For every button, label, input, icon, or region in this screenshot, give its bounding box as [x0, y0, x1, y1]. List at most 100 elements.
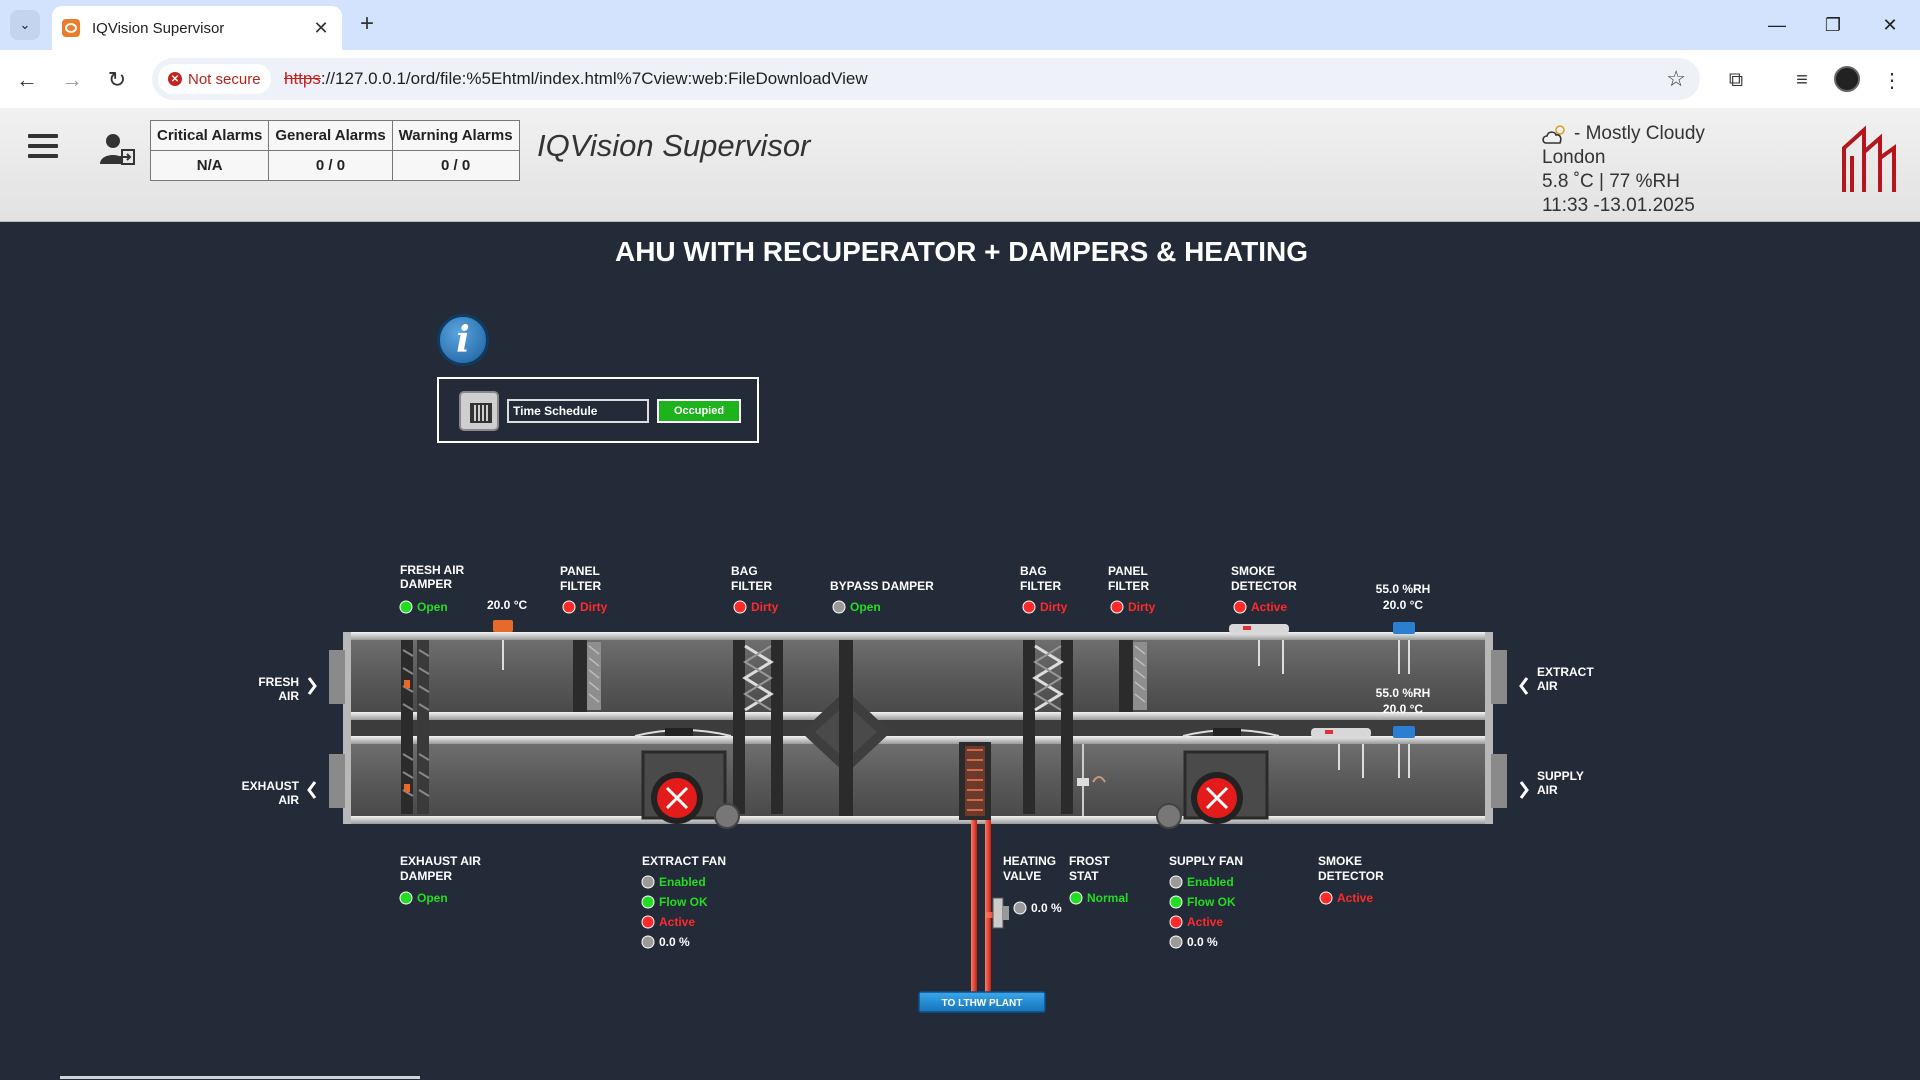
- panel-filter-2-status: Dirty: [1128, 600, 1156, 614]
- extract-air-label-2: AIR: [1537, 679, 1558, 693]
- forward-button[interactable]: →: [61, 67, 83, 92]
- extensions-icon[interactable]: ⧉: [1728, 68, 1744, 91]
- warning-alarms-header[interactable]: Warning Alarms: [391, 120, 520, 151]
- frost-stat-label-1: FROST: [1069, 854, 1110, 868]
- schedule-name[interactable]: Time Schedule: [507, 399, 649, 423]
- supply-fan-speed: 0.0 %: [1187, 935, 1218, 949]
- close-tab-icon[interactable]: ✕: [313, 17, 329, 38]
- profile-avatar[interactable]: [1834, 66, 1860, 92]
- minimize-button[interactable]: —: [1768, 14, 1786, 35]
- panel-filter-2-label-2: FILTER: [1108, 579, 1149, 593]
- tab-search-button[interactable]: ⌄: [10, 10, 40, 40]
- heating-valve-label-2: VALVE: [1003, 869, 1041, 883]
- app-header: Critical Alarms General Alarms Warning A…: [0, 108, 1920, 222]
- fan-motor-top-2: [1182, 728, 1280, 737]
- heating-valve[interactable]: [992, 897, 1009, 929]
- supply-fan-alarm-dot: [1169, 915, 1183, 929]
- supply-fan-enabled: Enabled: [1187, 875, 1234, 889]
- close-window-button[interactable]: ✕: [1882, 14, 1898, 35]
- frost-stat[interactable]: [1077, 744, 1106, 816]
- fresh-air-temp-value: 20.0 °C: [487, 598, 527, 612]
- bypass-damper-label: BYPASS DAMPER: [830, 579, 934, 593]
- calendar-icon[interactable]: [459, 391, 499, 431]
- restore-button[interactable]: ❐: [1824, 14, 1842, 35]
- smoke-detector-1-status-dot: [1233, 600, 1247, 614]
- fresh-air-damper-status-dot: [399, 600, 413, 614]
- bypass-damper-status: Open: [850, 600, 881, 614]
- extract-fan-alarm-dot: [641, 915, 655, 929]
- bag-filter-1[interactable]: [733, 640, 783, 814]
- critical-alarms-value[interactable]: N/A: [149, 150, 270, 181]
- smoke-detector-1[interactable]: [1229, 624, 1289, 674]
- heating-coil[interactable]: [959, 742, 991, 820]
- extract-fan-alarm: Active: [659, 915, 695, 929]
- exhaust-air-damper[interactable]: [402, 753, 430, 797]
- general-alarms-header[interactable]: General Alarms: [268, 120, 393, 151]
- scrollbar-thumb[interactable]: [60, 1076, 420, 1079]
- weather-widget: - Mostly Cloudy London 5.8 ˚C | 77 %RH 1…: [1542, 122, 1705, 218]
- reload-button[interactable]: ↻: [107, 67, 127, 92]
- extract-fan-enabled-dot: [641, 875, 655, 889]
- bag-filter-2-status: Dirty: [1040, 600, 1068, 614]
- extract-air-arrow: [1519, 677, 1529, 695]
- heating-valve-dot: [1013, 901, 1027, 915]
- panel-filter-1[interactable]: [573, 640, 601, 712]
- smoke-detector-2[interactable]: [1311, 728, 1371, 778]
- omnibox[interactable]: ✕ Not secure https://127.0.0.1/ord/file:…: [152, 58, 1700, 100]
- extract-temp-value: 20.0 °C: [1383, 598, 1423, 612]
- bag-filter-1-status: Dirty: [751, 600, 779, 614]
- general-alarms-value[interactable]: 0 / 0: [268, 150, 393, 181]
- bag-filter-2-status-dot: [1022, 600, 1036, 614]
- security-chip[interactable]: ✕ Not secure: [158, 64, 271, 94]
- security-label: Not secure: [188, 70, 261, 88]
- page-title: AHU WITH RECUPERATOR + DAMPERS & HEATING: [614, 236, 1309, 267]
- supply-air-arrow: [1519, 781, 1529, 799]
- supply-fan-alarm: Active: [1187, 915, 1223, 929]
- fresh-air-damper-status: Open: [417, 600, 448, 614]
- menu-icon[interactable]: [28, 134, 58, 164]
- exhaust-air-label-2: AIR: [278, 793, 299, 807]
- extract-fan-label: EXTRACT FAN: [642, 854, 726, 868]
- critical-alarms-header[interactable]: Critical Alarms: [149, 120, 270, 151]
- bag-filter-2-label-2: FILTER: [1020, 579, 1061, 593]
- fresh-air-damper-label-1: FRESH AIR: [400, 563, 465, 577]
- extract-fan-speed: 0.0 %: [659, 935, 690, 949]
- horizontal-scrollbar[interactable]: [0, 1074, 1920, 1080]
- extract-rh-temp-sensor[interactable]: [1393, 622, 1415, 674]
- exhaust-air-damper-label-1: EXHAUST AIR: [400, 854, 481, 868]
- browser-menu-icon[interactable]: ⋮: [1882, 69, 1902, 92]
- exhaust-air-damper-label-2: DAMPER: [400, 869, 452, 883]
- bag-filter-2-label-1: BAG: [1020, 564, 1047, 578]
- new-tab-button[interactable]: +: [359, 10, 374, 37]
- exhaust-air-label-1: EXHAUST: [242, 779, 300, 793]
- media-control-icon[interactable]: ≡: [1796, 68, 1808, 91]
- info-icon[interactable]: i: [437, 314, 489, 366]
- lthw-plant-button[interactable]: TO LTHW PLANT: [918, 991, 1046, 1013]
- app-title: IQVision Supervisor: [537, 128, 811, 163]
- bookmark-star-icon[interactable]: ☆: [1666, 66, 1686, 91]
- fresh-air-label-2: AIR: [278, 689, 299, 703]
- supply-air-label-2: AIR: [1537, 783, 1558, 797]
- bag-filter-2[interactable]: [1023, 640, 1073, 814]
- bypass-damper-status-dot: [832, 600, 846, 614]
- supply-fan-enabled-dot: [1169, 875, 1183, 889]
- url-text[interactable]: https://127.0.0.1/ord/file:%5Ehtml/index…: [284, 69, 868, 89]
- back-button[interactable]: ←: [16, 67, 38, 92]
- fresh-air-damper[interactable]: [401, 640, 430, 814]
- bypass-damper[interactable]: [839, 640, 853, 816]
- supply-fan[interactable]: [1156, 750, 1269, 829]
- fresh-air-temp-sensor[interactable]: [493, 620, 513, 670]
- user-login-icon[interactable]: [98, 130, 138, 170]
- warning-alarms-value[interactable]: 0 / 0: [391, 150, 520, 181]
- weather-temp-rh: 5.8 ˚C | 77 %RH: [1542, 171, 1680, 192]
- browser-tab[interactable]: IQVision Supervisor ✕: [52, 6, 342, 50]
- fresh-air-damper-label-2: DAMPER: [400, 577, 452, 591]
- fresh-air-arrow: [307, 677, 317, 695]
- supply-rh-temp-sensor[interactable]: [1393, 726, 1415, 778]
- smoke-detector-2-status: Active: [1337, 891, 1373, 905]
- schedule-status: Occupied: [657, 399, 741, 423]
- exhaust-air-damper-status-dot: [399, 891, 413, 905]
- extract-fan[interactable]: [641, 750, 740, 829]
- extract-fan-speed-dot: [641, 935, 655, 949]
- panel-filter-2[interactable]: [1119, 640, 1147, 712]
